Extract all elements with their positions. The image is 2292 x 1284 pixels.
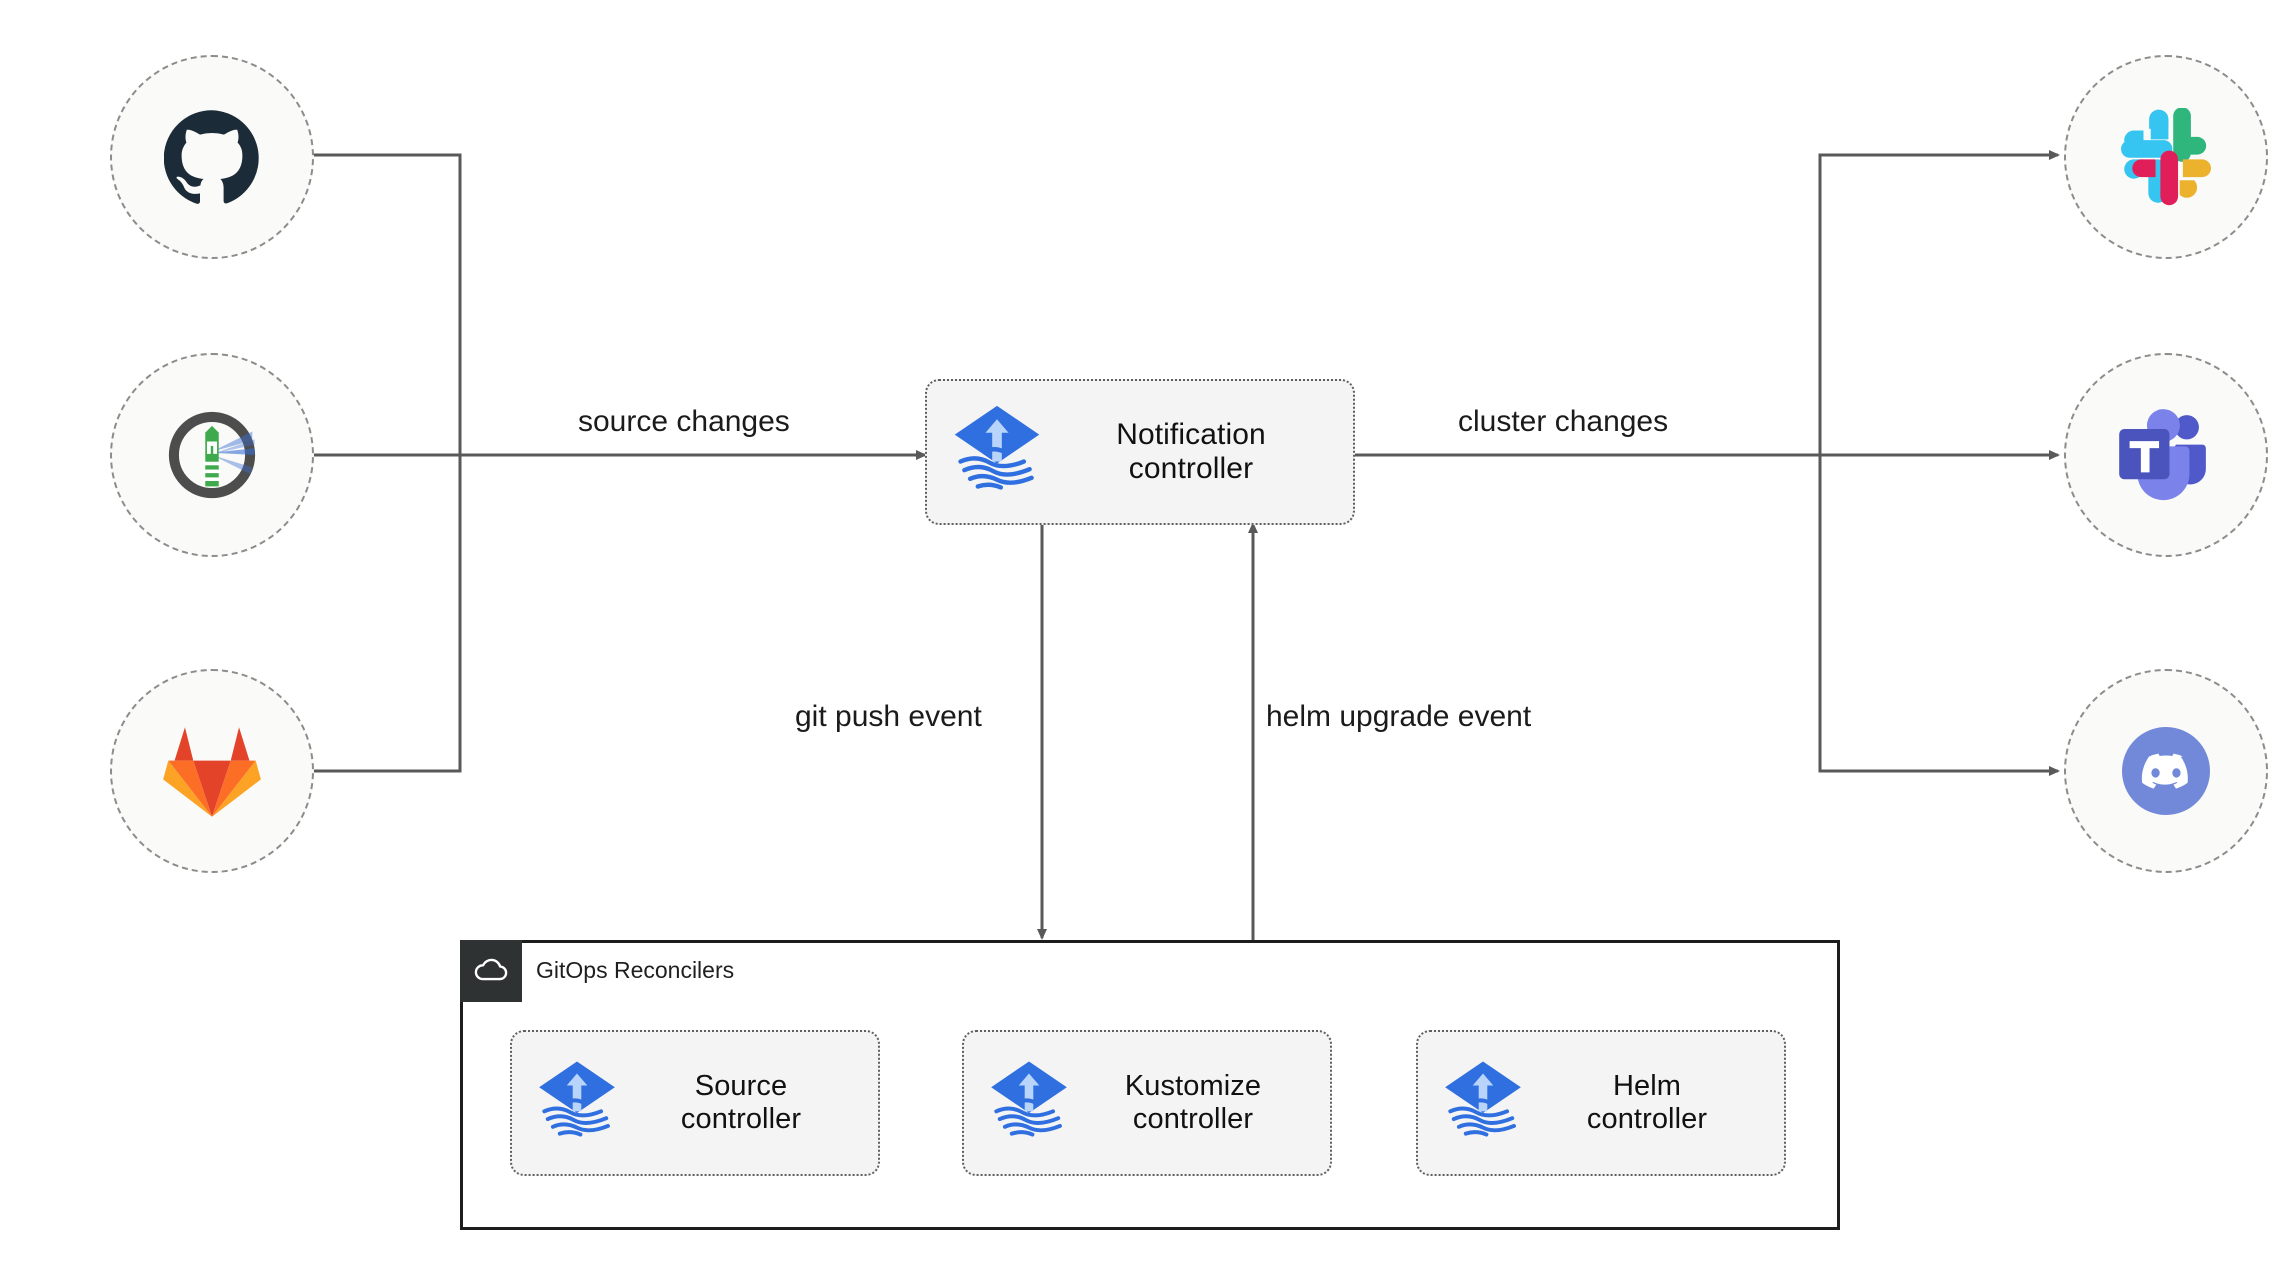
source-node-github[interactable] [110,55,314,259]
gitlab-icon [163,727,261,817]
flux-lighthouse-icon [168,411,256,499]
source-node-gitlab[interactable] [110,669,314,873]
wire-bus-to-discord [1818,455,2060,776]
target-node-discord[interactable] [2064,669,2268,873]
target-node-slack[interactable] [2064,55,2268,259]
edge-label-git-push-event: git push event [795,700,982,733]
group-title: GitOps Reconcilers [536,957,735,983]
notification-controller-label: Notification controller [1116,417,1266,485]
wire-gitlab-to-bus [288,455,462,773]
edge-label-cluster-changes: cluster changes [1458,405,1669,438]
wire-github-to-bus [288,153,462,455]
target-node-teams[interactable] [2064,353,2268,557]
slack-icon [2121,108,2211,206]
github-icon [164,110,259,204]
flux-logo-icon [949,402,1045,503]
flux-logo-icon [986,1058,1072,1149]
helm-controller-label: Helm controller [1586,1069,1708,1135]
kustomize-controller-label: Kustomize controller [1124,1069,1262,1135]
kustomize-controller-box[interactable]: Kustomize controller [962,1030,1332,1176]
group-icon-tab [460,940,522,1002]
source-controller-box[interactable]: Source controller [510,1030,880,1176]
notification-controller-box[interactable]: Notification controller [925,379,1355,525]
flux-logo-icon [1440,1058,1526,1149]
cloud-icon [474,958,508,981]
wire-bus-to-slack [1818,150,2060,455]
discord-icon [2122,727,2210,815]
edge-label-source-changes: source changes [578,405,790,438]
source-node-flux[interactable] [110,353,314,557]
helm-controller-box[interactable]: Helm controller [1416,1030,1786,1176]
edge-label-helm-upgrade-event: helm upgrade event [1266,700,1532,733]
microsoft-teams-icon [2119,409,2206,501]
flux-logo-icon [534,1058,620,1149]
source-controller-label: Source controller [680,1069,802,1135]
